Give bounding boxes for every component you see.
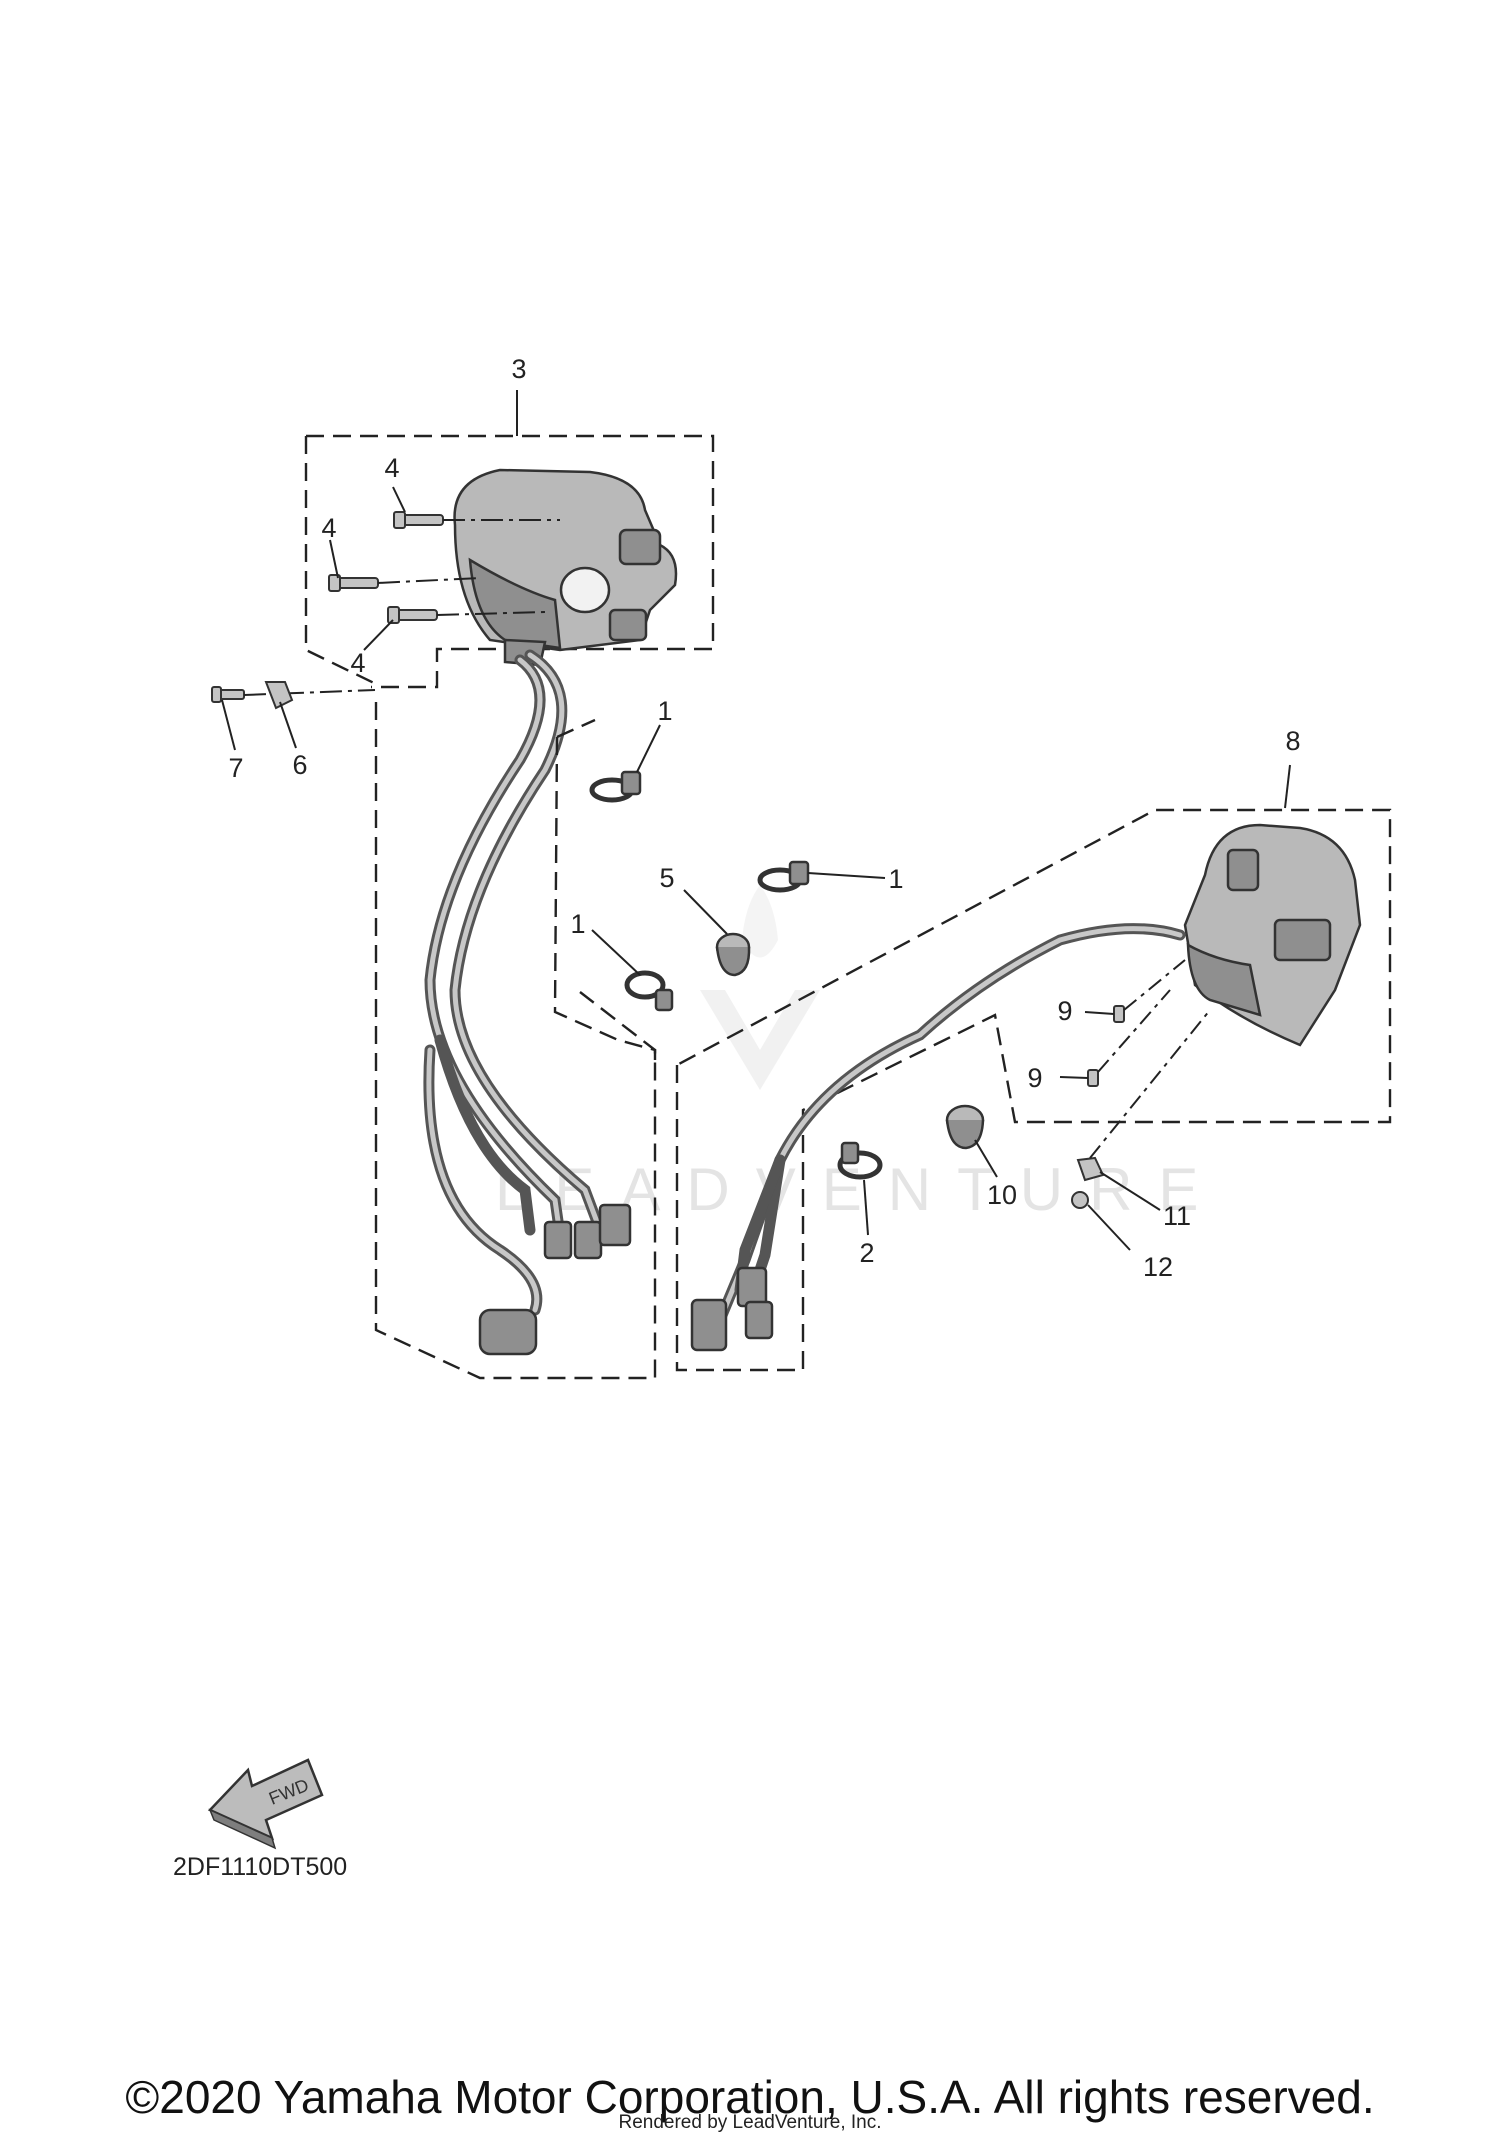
clamp-11 (1076, 1009, 1211, 1182)
screw-9-lower (1087, 989, 1171, 1087)
hose-clamp-1-right (757, 860, 810, 893)
callout-2: 2 (859, 1238, 874, 1268)
clamp-6 (264, 681, 294, 710)
callout-4-bottom: 4 (350, 648, 365, 678)
screw-7 (211, 686, 376, 703)
rendered-by-notice: Rendered by LeadVenture, Inc. (618, 2112, 882, 2133)
callout-5: 5 (659, 863, 674, 893)
callout-1-top: 1 (657, 696, 672, 726)
copyright-notice: ©2020 Yamaha Motor Corporation, U.S.A. A… (125, 2071, 1375, 2123)
right-connectors (690, 1266, 774, 1352)
callout-1-lower: 1 (570, 909, 585, 939)
watermark-logo (700, 885, 820, 1090)
collar-5 (715, 932, 751, 977)
callout-9-upper: 9 (1057, 996, 1072, 1026)
callout-11: 11 (1163, 1201, 1191, 1231)
callout-6: 6 (292, 750, 307, 780)
nut-12 (1071, 1191, 1089, 1209)
callout-8: 8 (1285, 726, 1300, 756)
callout-1-right: 1 (888, 864, 903, 894)
callout-3: 3 (511, 354, 526, 384)
left-wiring-harness (423, 649, 606, 1316)
hose-clamp-1-top (589, 770, 642, 803)
callout-10: 10 (987, 1180, 1017, 1210)
left-handlebar-switch (453, 468, 678, 667)
callout-7: 7 (228, 753, 243, 783)
right-handlebar-switch (1183, 823, 1362, 1047)
collar-10 (945, 1104, 985, 1150)
callout-leaders (221, 390, 1291, 1251)
hose-clamp-1-lower (624, 970, 674, 1012)
right-assembly-outline (675, 808, 1392, 1372)
hose-clamp-2 (837, 1141, 883, 1180)
callout-4-middle: 4 (321, 513, 336, 543)
left-connectors (478, 1203, 632, 1356)
callout-12: 12 (1143, 1252, 1173, 1282)
bolt-4-middle (328, 574, 481, 592)
callout-4-top: 4 (384, 453, 399, 483)
middle-clamp-group-outline (553, 718, 657, 1060)
fwd-arrow-icon: FWD (207, 1758, 324, 1850)
bolt-4-bottom (387, 606, 546, 624)
callout-9-lower: 9 (1027, 1063, 1042, 1093)
diagram-code: 2DF1110DT500 (173, 1853, 347, 1881)
bolt-4-top (393, 511, 560, 529)
